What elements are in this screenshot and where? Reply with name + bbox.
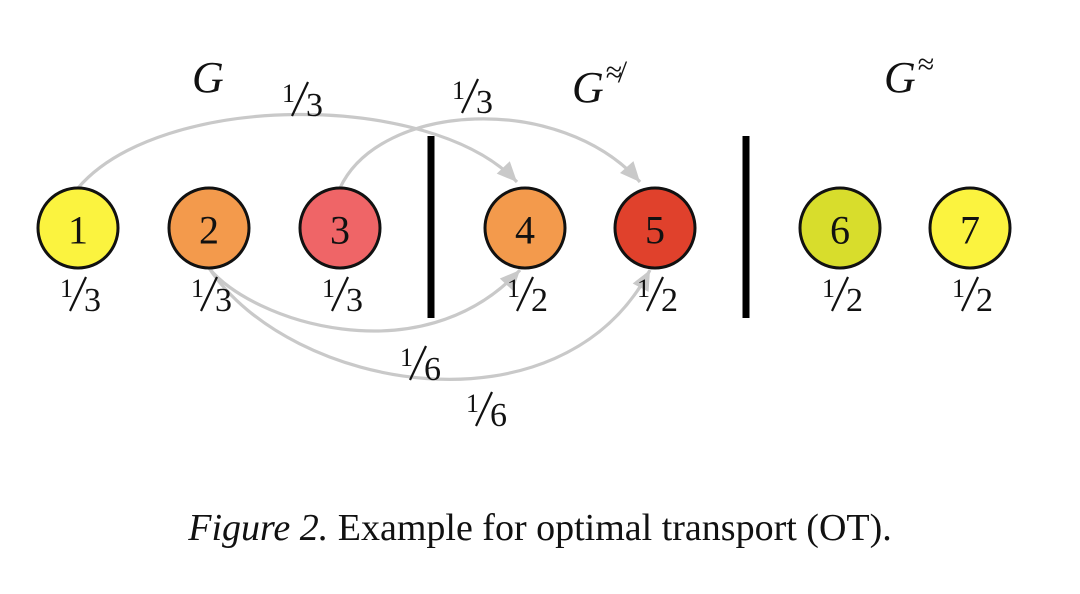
caption-text: Example for optimal transport (OT). bbox=[337, 507, 892, 549]
mass-label-3-numerator: 1 bbox=[322, 274, 335, 303]
mass-label-1-slash bbox=[69, 276, 87, 312]
mass-label-6-slash bbox=[831, 276, 849, 312]
mass-label-2-numerator: 1 bbox=[191, 274, 204, 303]
mass-label-6-numerator: 1 bbox=[822, 274, 835, 303]
flow-label-2-4-slash bbox=[409, 345, 427, 381]
node-2-label: 2 bbox=[199, 208, 219, 253]
node-1 bbox=[36, 186, 120, 270]
mass-label-5-numerator: 1 bbox=[637, 274, 650, 303]
mass-label-3-denominator: 3 bbox=[346, 282, 363, 319]
flow-label-2-5-slash bbox=[475, 391, 493, 427]
node-3 bbox=[298, 186, 382, 270]
node-3-label: 3 bbox=[330, 208, 350, 253]
mass-label-1-numerator: 1 bbox=[60, 274, 73, 303]
mass-label-4-denominator: 2 bbox=[531, 282, 548, 319]
node-5-label: 5 bbox=[645, 208, 665, 253]
flow-label-2-5-numerator: 1 bbox=[466, 389, 479, 418]
mass-label-2-denominator: 3 bbox=[215, 282, 232, 319]
mass-label-7-numerator: 1 bbox=[952, 274, 965, 303]
flow-label-1-4-numerator: 1 bbox=[282, 79, 295, 108]
node-2 bbox=[167, 186, 251, 270]
mass-label-7-slash bbox=[961, 276, 979, 312]
mass-label-7-denominator: 2 bbox=[976, 282, 993, 319]
flow-label-2-4-numerator: 1 bbox=[400, 343, 413, 372]
arrowhead-3-5 bbox=[619, 161, 640, 182]
flow-arc-3-5 bbox=[338, 117, 642, 189]
mass-label-6-denominator: 2 bbox=[846, 282, 863, 319]
mass-label-5-slash bbox=[646, 276, 664, 312]
node-4-label: 4 bbox=[515, 208, 535, 253]
mass-label-4-slash bbox=[516, 276, 534, 312]
node-7-label: 7 bbox=[960, 208, 980, 253]
flow-arc-1-4 bbox=[76, 112, 519, 190]
caption-label: Figure 2. bbox=[188, 507, 329, 549]
node-5 bbox=[613, 186, 697, 270]
flow-label-3-5-denominator: 3 bbox=[476, 84, 493, 121]
flow-arcs bbox=[76, 112, 652, 381]
flow-label-2-4-denominator: 6 bbox=[424, 351, 441, 388]
group-label-g-approx: G≈ bbox=[884, 48, 934, 102]
node-1-label: 1 bbox=[68, 208, 88, 253]
node-7 bbox=[928, 186, 1012, 270]
group-label-g: G bbox=[192, 53, 224, 102]
flow-label-3-5-numerator: 1 bbox=[452, 76, 465, 105]
arrowhead-1-4 bbox=[496, 161, 517, 182]
node-4 bbox=[483, 186, 567, 270]
mass-label-3-slash bbox=[331, 276, 349, 312]
flow-label-2-5-denominator: 6 bbox=[490, 397, 507, 434]
node-6 bbox=[798, 186, 882, 270]
arrowhead-2-4 bbox=[499, 270, 520, 291]
arrowhead-2-5 bbox=[632, 270, 650, 292]
figure-caption: Figure 2. Example for optimal transport … bbox=[0, 506, 1080, 550]
mass-label-1-denominator: 3 bbox=[84, 282, 101, 319]
flow-label-1-4-denominator: 3 bbox=[306, 87, 323, 124]
nodes: 1 2 3 4 5 6 7 bbox=[36, 186, 1012, 270]
flow-arc-2-4 bbox=[207, 267, 522, 333]
mass-label-2-slash bbox=[200, 276, 218, 312]
mass-label-4-numerator: 1 bbox=[507, 274, 520, 303]
node-6-label: 6 bbox=[830, 208, 850, 253]
mass-label-5-denominator: 2 bbox=[661, 282, 678, 319]
flow-label-1-4-slash bbox=[291, 81, 309, 117]
flow-arc-2-5 bbox=[207, 267, 652, 381]
flow-label-3-5-slash bbox=[461, 78, 479, 114]
group-label-g-not-approx: G≉ bbox=[572, 56, 627, 112]
